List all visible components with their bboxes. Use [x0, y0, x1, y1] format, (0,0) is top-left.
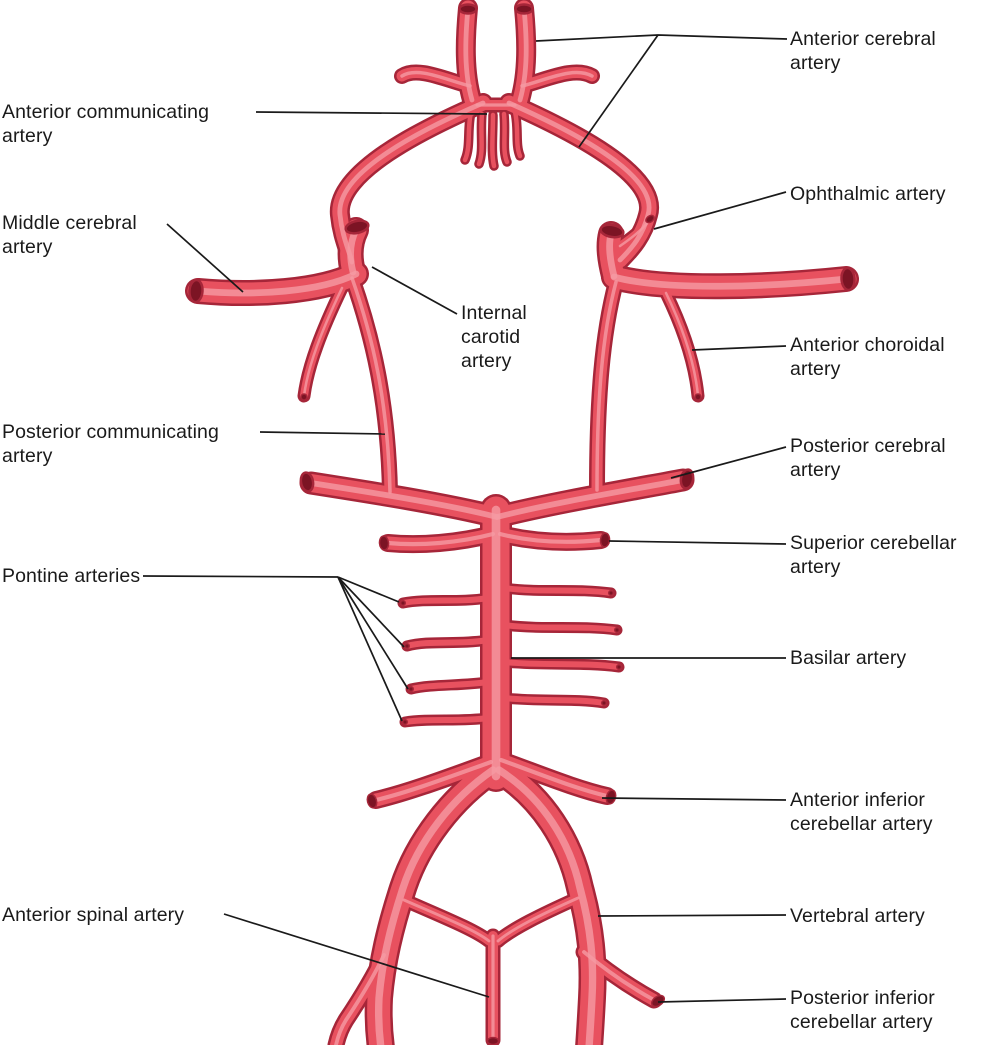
leader-pontine-3	[337, 576, 409, 690]
vessel-highlight-layer	[194, 5, 850, 1045]
pontine-artery-left-1	[400, 595, 491, 606]
label-internal-carotid-artery: Internal carotid artery	[461, 302, 527, 372]
lumen-aca-right	[514, 3, 534, 15]
lumen-aica-left	[366, 793, 378, 809]
pontine-artery-right-2	[501, 622, 620, 633]
leader-pontine-1	[337, 576, 400, 603]
label-middle-cerebral-artery: Middle cerebral artery	[2, 212, 137, 258]
lumen-mca-left	[188, 278, 204, 304]
vessel-body-layer	[187, 0, 857, 1045]
lumen-aca-left	[458, 3, 478, 15]
leader-posterior-cerebral	[670, 446, 787, 479]
lumen-anterior-spinal	[486, 1036, 500, 1045]
pontine-artery-left-2	[404, 637, 491, 649]
lumen-pontine-r1	[607, 589, 615, 597]
leader-pontine-main	[142, 575, 339, 578]
label-posterior-communicating-artery: Posterior communicating artery	[2, 421, 219, 467]
leader-posterior-inferior-cerebellar	[657, 998, 787, 1003]
acom-fringe-branch-2	[476, 111, 485, 167]
lumen-pontine-l3	[407, 685, 415, 693]
lumen-pca-left	[299, 471, 315, 493]
leader-anterior-cerebral-b	[578, 34, 659, 148]
pontine-artery-right-4	[501, 695, 607, 706]
lumen-mca-right	[840, 266, 856, 292]
lumen-choroidal-tip	[694, 393, 702, 401]
acom-fringe-branch-4	[501, 111, 510, 165]
lumen-pontine-r4	[600, 699, 608, 707]
lumen-ica-left	[344, 219, 370, 235]
lumen-left-branch-tip	[300, 393, 308, 401]
label-pontine-arteries: Pontine arteries	[2, 565, 141, 587]
label-anterior-choroidal-artery: Anterior choroidal artery	[790, 334, 945, 380]
leader-anterior-spinal	[223, 913, 490, 998]
label-anterior-communicating-artery: Anterior communicating artery	[2, 101, 210, 147]
lumen-sca-left	[378, 535, 390, 551]
label-anterior-inferior-cerebellar-artery: Anterior inferior cerebellar artery	[790, 789, 933, 835]
leader-lines	[142, 34, 788, 1003]
label-posterior-inferior-cerebellar-artery: Posterior inferior cerebellar artery	[790, 987, 935, 1033]
leader-anterior-inferior-cerebellar	[601, 797, 787, 801]
lumen-ophthalmic	[645, 214, 655, 224]
lumen-pontine-r2	[613, 626, 621, 634]
leader-anterior-choroidal	[691, 345, 787, 351]
label-anterior-spinal-artery: Anterior spinal artery	[2, 904, 185, 926]
posterior-communicating-vessel-left	[346, 272, 396, 498]
lumen-pontine-l4	[401, 718, 409, 726]
leader-anterior-communicating	[255, 111, 488, 115]
leader-ophthalmic	[653, 191, 787, 230]
lumen-sca-right	[599, 532, 611, 548]
acom-fringe-branch-3	[490, 112, 497, 169]
leader-internal-carotid	[371, 266, 458, 315]
lumen-pontine-l1	[399, 599, 407, 607]
pontine-artery-left-3	[408, 679, 491, 692]
vessel-outline-layer	[185, 0, 859, 1045]
leader-pontine-4	[337, 576, 403, 722]
leader-pontine-2	[337, 576, 405, 648]
pontine-artery-right-1	[501, 585, 614, 596]
label-superior-cerebellar-artery: Superior cerebellar artery	[790, 532, 957, 578]
leader-anterior-cerebral-a	[535, 34, 788, 42]
label-basilar-artery: Basilar artery	[790, 647, 907, 669]
label-vertebral-artery: Vertebral artery	[790, 905, 925, 927]
acom-fringe-branch-5	[512, 109, 523, 159]
label-anterior-cerebral-artery: Anterior cerebral artery	[790, 28, 936, 74]
pontine-artery-right-3	[501, 659, 622, 670]
lumen-pontine-l2	[403, 642, 411, 650]
leader-superior-cerebellar	[608, 540, 787, 545]
leader-posterior-communicating	[259, 431, 386, 435]
lumen-pontine-r3	[615, 663, 623, 671]
lumen-pica-right	[650, 994, 666, 1008]
leader-middle-cerebral	[166, 223, 244, 293]
label-ophthalmic-artery: Ophthalmic artery	[790, 183, 946, 205]
cut-vessel-openings	[188, 3, 856, 1045]
pontine-artery-left-4	[402, 715, 491, 725]
label-posterior-cerebral-artery: Posterior cerebral artery	[790, 435, 946, 481]
lumen-ica-right	[599, 223, 625, 239]
leader-vertebral	[597, 914, 787, 917]
